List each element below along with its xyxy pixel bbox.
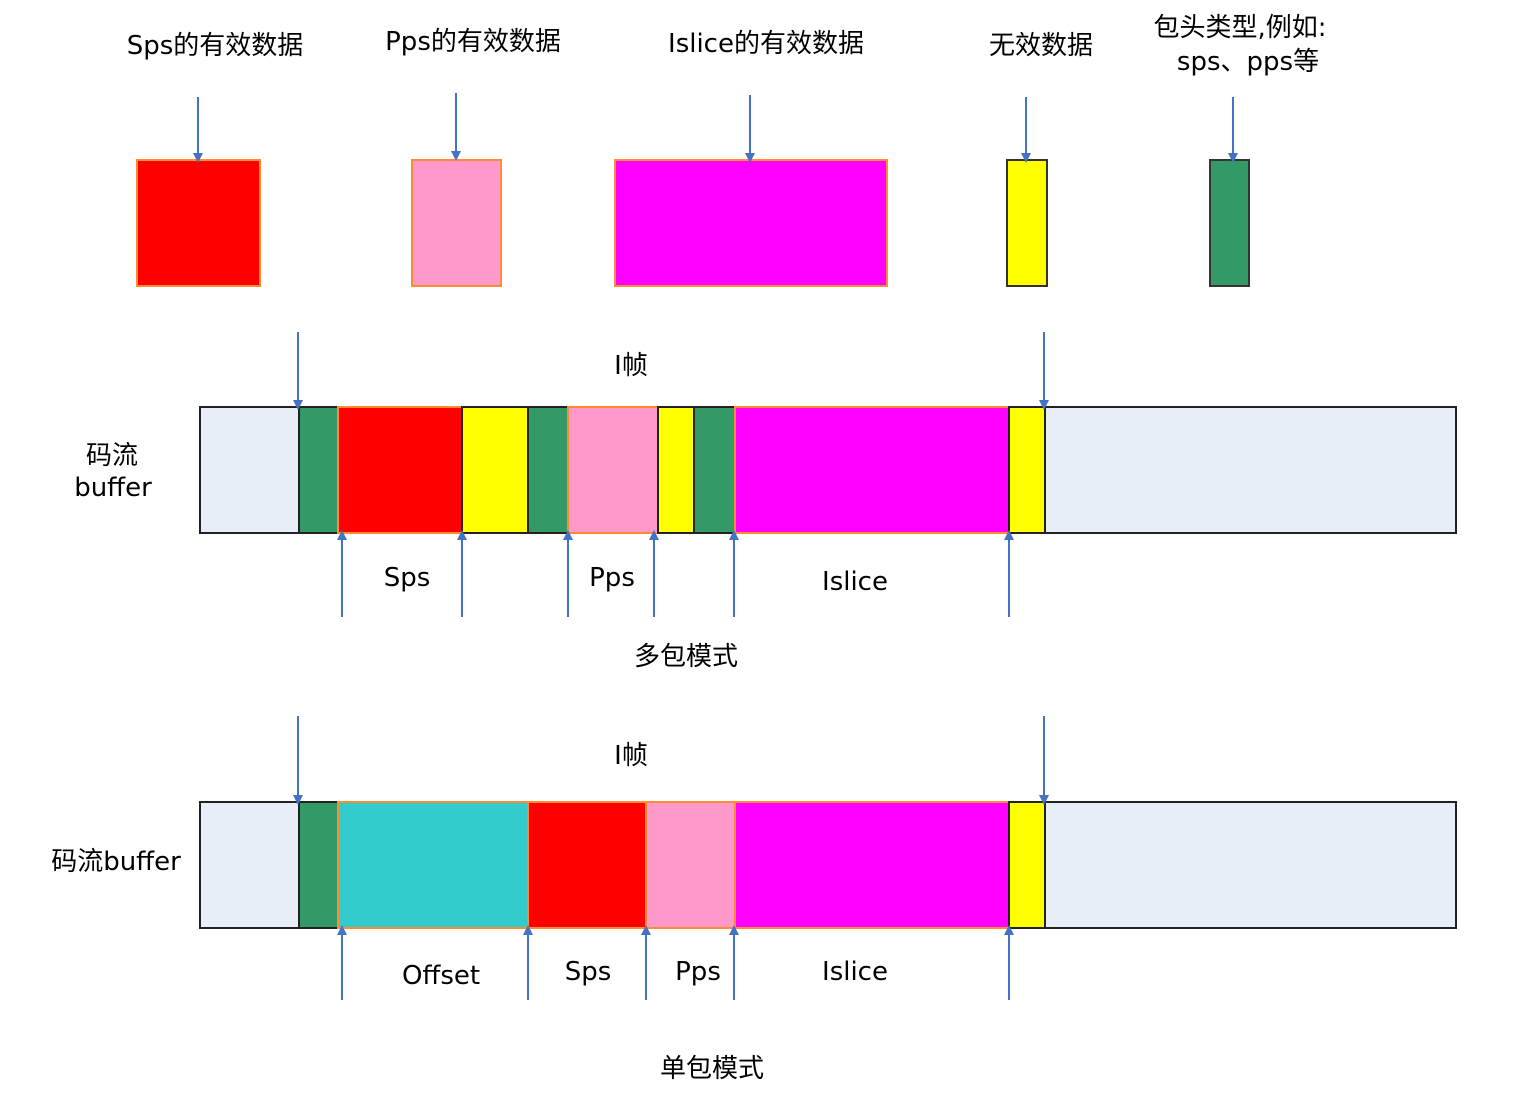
single-segment-islice-label: Islice — [822, 957, 888, 987]
single-header-block — [298, 801, 339, 929]
multi-packet-buffer — [199, 332, 1457, 617]
single-pps-block — [645, 801, 736, 929]
multi-segment-sps-label: Sps — [383, 563, 431, 593]
multi-buffer-label-line2: buffer — [74, 473, 152, 503]
multi-invalid-block — [1008, 406, 1046, 534]
multi-islice-block — [734, 406, 1010, 534]
multi-invalid-block — [461, 406, 529, 534]
multi-header-block — [527, 406, 569, 534]
legend-pps-label: Pps的有效数据 — [385, 27, 561, 57]
multi-mode-label: 多包模式 — [633, 642, 739, 672]
single-segment-pps-label: Pps — [675, 957, 721, 987]
multi-segment-islice-label: Islice — [822, 567, 888, 597]
legend-invalid-label: 无效数据 — [988, 31, 1094, 61]
single-offset-block — [337, 801, 529, 929]
single-packet-buffer — [199, 716, 1457, 1000]
single-islice-block — [734, 801, 1010, 929]
single-frame-label: I帧 — [614, 741, 648, 771]
legend-islice-label: Islice的有效数据 — [668, 29, 864, 59]
legend-pps-block — [411, 159, 502, 287]
multi-pps-block — [567, 406, 659, 534]
single-sps-block — [527, 801, 647, 929]
single-invalid-block — [1008, 801, 1046, 929]
legend-islice-block — [614, 159, 888, 287]
legend-header-label-line1: 包头类型,例如: — [1153, 13, 1327, 43]
single-segment-offset-label: Offset — [401, 961, 481, 991]
multi-header-block — [298, 406, 339, 534]
single-buffer-label: 码流buffer — [51, 847, 181, 877]
legend — [136, 93, 1250, 287]
legend-sps-block — [136, 159, 261, 287]
legend-header-label-line2: sps、pps等 — [1176, 47, 1320, 77]
legend-invalid-block — [1006, 159, 1048, 287]
multi-sps-block — [337, 406, 463, 534]
single-segment-sps-label: Sps — [564, 957, 612, 987]
multi-invalid-block — [657, 406, 695, 534]
multi-frame-label: I帧 — [614, 351, 648, 381]
multi-buffer-label-line1: 码流 — [85, 441, 139, 471]
legend-header-block — [1209, 159, 1250, 287]
legend-sps-label: Sps的有效数据 — [126, 31, 304, 61]
multi-header-block — [693, 406, 736, 534]
single-mode-label: 单包模式 — [659, 1054, 765, 1084]
multi-segment-pps-label: Pps — [589, 563, 635, 593]
